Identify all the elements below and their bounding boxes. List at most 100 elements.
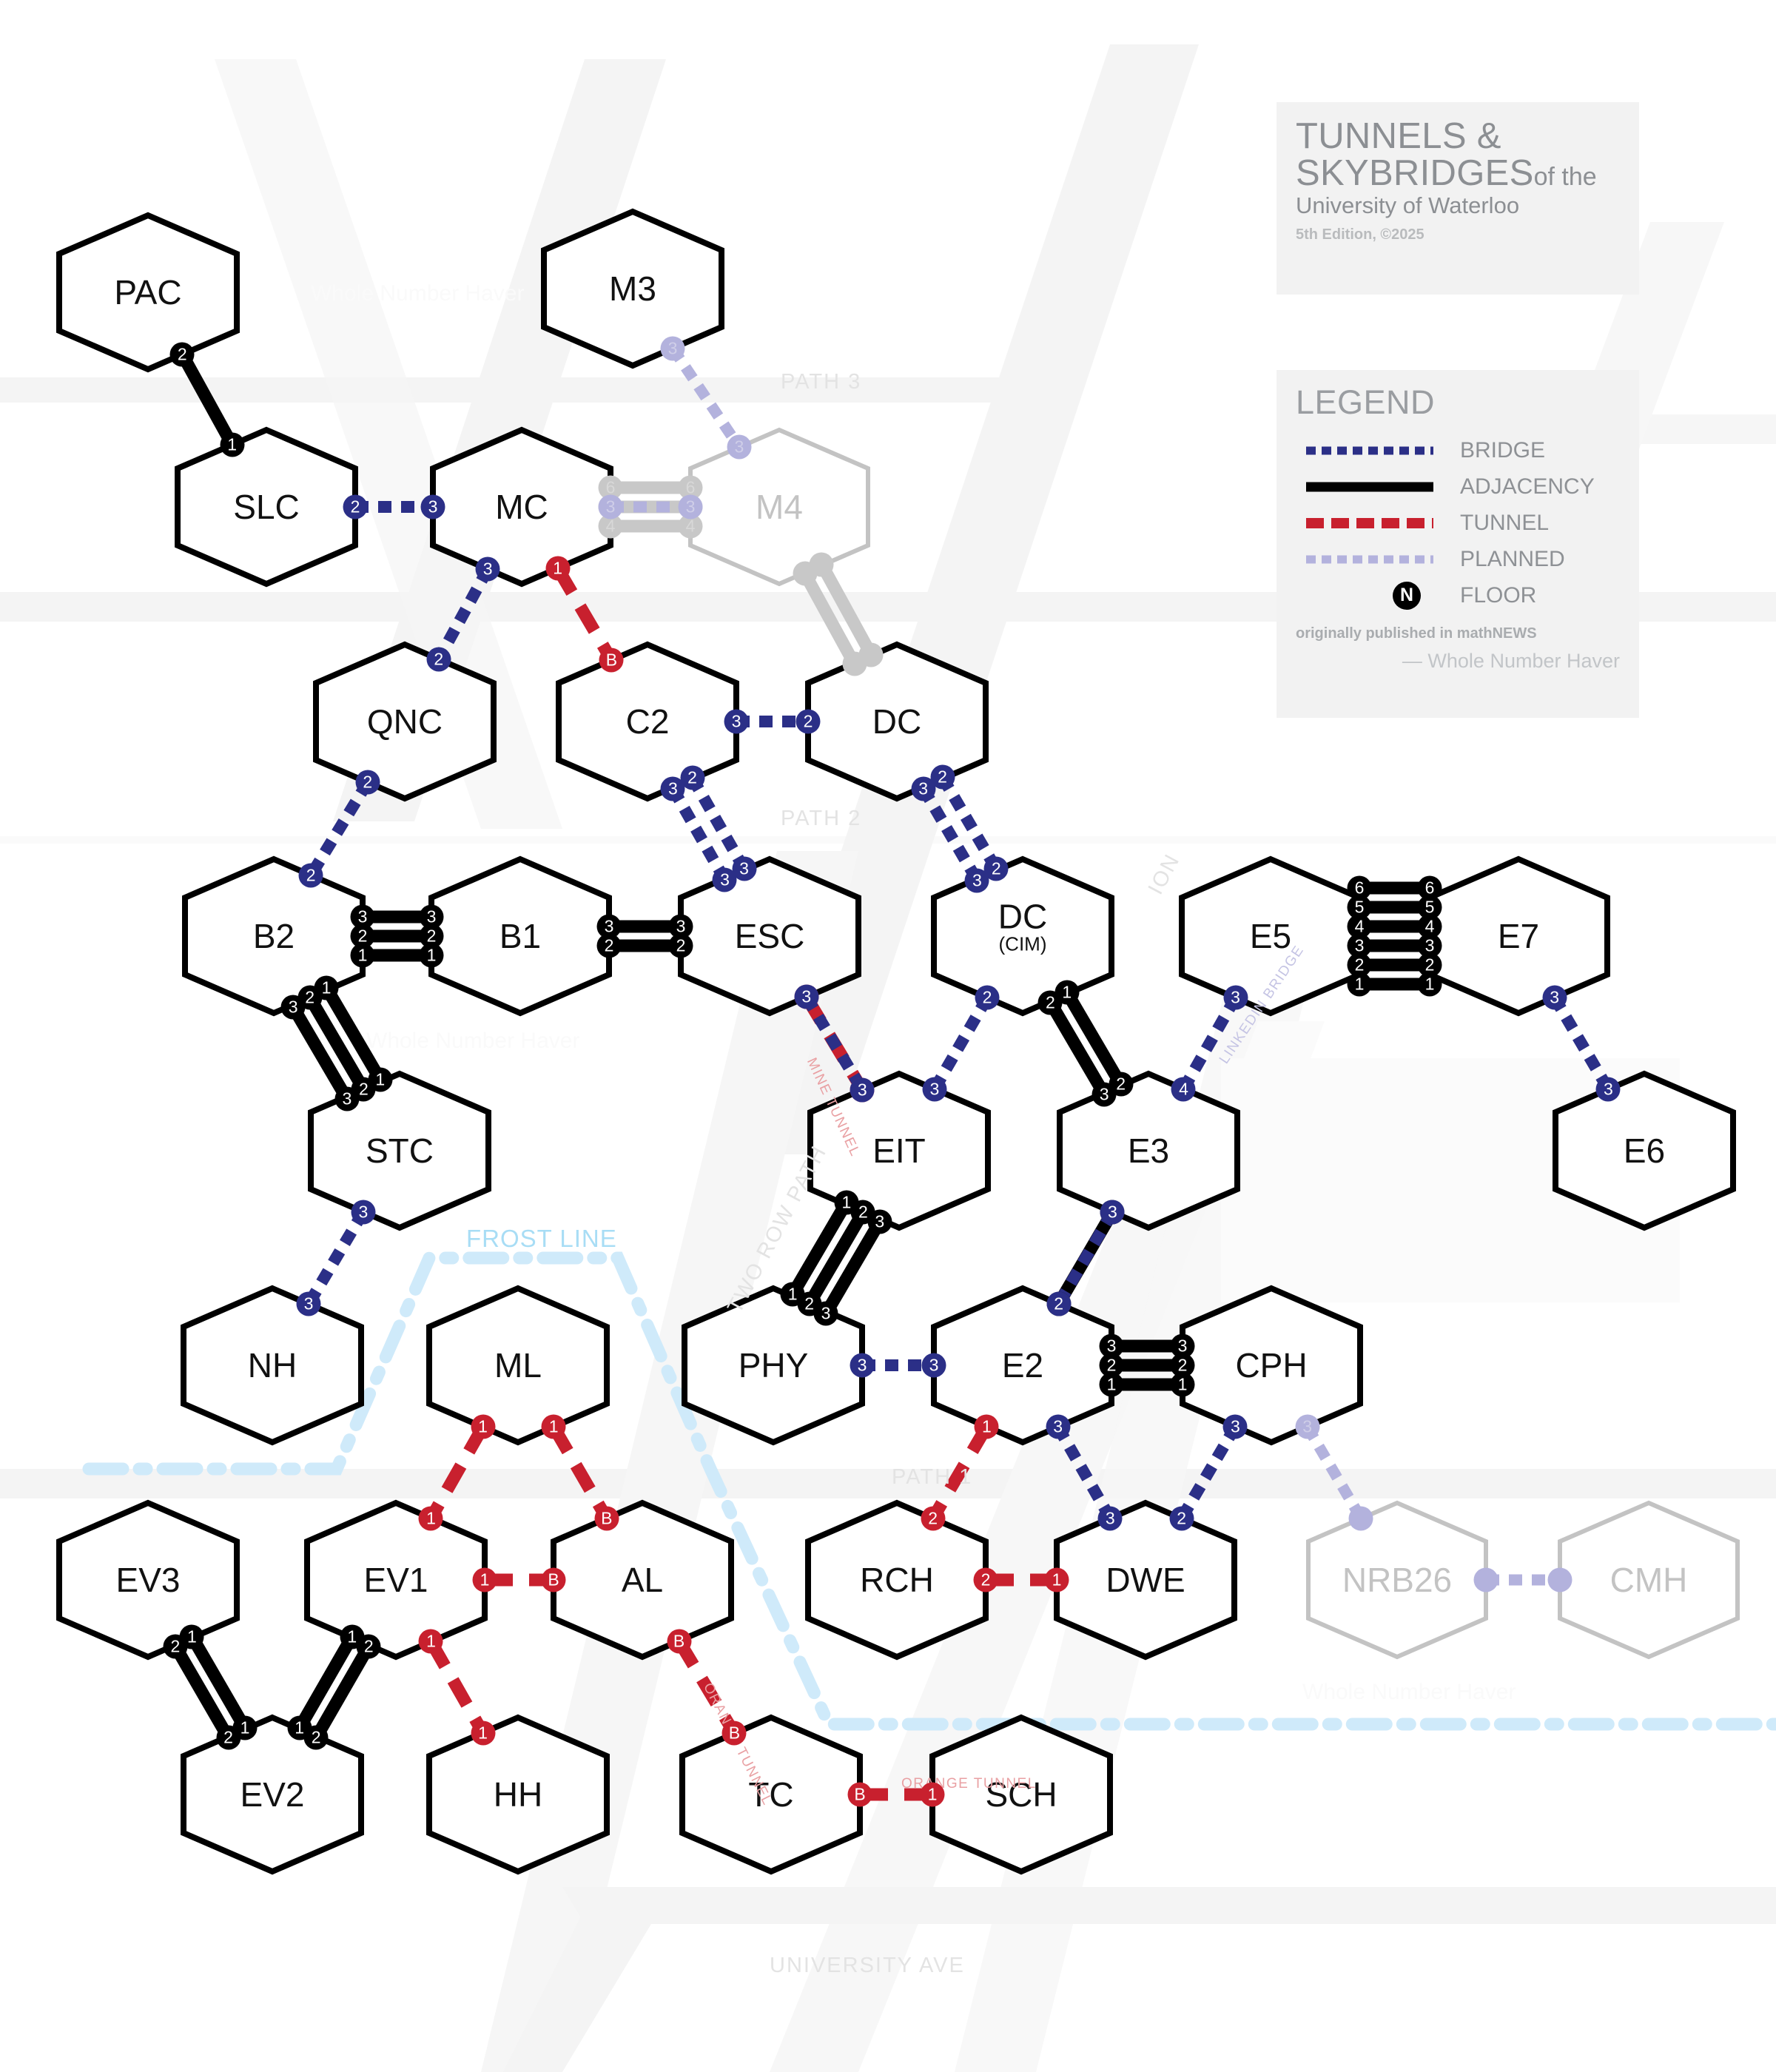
floor-marker: 2 (1046, 1291, 1072, 1316)
building-node-AL[interactable] (551, 1499, 734, 1661)
legend-line-adj (1306, 482, 1433, 491)
edge-bridge-C2-ESC (687, 775, 750, 872)
building-label-C2: C2 (626, 704, 670, 739)
floor-marker: 2 (355, 770, 380, 795)
legend-label: TUNNEL (1460, 510, 1550, 535)
building-node-MC[interactable] (430, 426, 613, 588)
building-code: DWE (1106, 1561, 1185, 1599)
floor-marker: 4 (1171, 1077, 1196, 1102)
building-node-EV3[interactable] (56, 1499, 240, 1661)
floor-marker: 1 (1170, 1372, 1195, 1397)
legend-line-planned (1306, 555, 1433, 563)
floor-marker: 2 (668, 933, 693, 958)
building-code: CMH (1610, 1561, 1688, 1599)
building-code: E3 (1127, 1131, 1170, 1170)
building-node-NH[interactable] (181, 1285, 364, 1446)
building-node-EIT[interactable] (807, 1070, 991, 1231)
building-code: ML (494, 1346, 542, 1385)
edge-bridge-E2-DWE (1052, 1424, 1116, 1521)
edge-adjacency-EV3-EV2 (186, 1633, 251, 1732)
building-node-C2[interactable] (556, 641, 739, 802)
building-node-EV1[interactable] (304, 1499, 488, 1661)
edge-tunnel-MC-C2 (552, 565, 617, 664)
floor-marker: 3 (598, 494, 623, 519)
building-node-M4[interactable] (688, 427, 870, 587)
building-node-NRB26[interactable] (1306, 1500, 1488, 1660)
building-label-SLC: SLC (233, 490, 299, 524)
building-node-CPH[interactable] (1180, 1285, 1363, 1446)
building-label-PAC: PAC (114, 275, 181, 309)
building-node-ESC[interactable] (678, 855, 861, 1017)
floor-marker: 3 (964, 868, 989, 893)
building-code: DC (998, 897, 1048, 936)
floor-marker: 2 (298, 863, 323, 888)
floor-marker: B (722, 1720, 747, 1746)
building-label-NH: NH (248, 1348, 297, 1382)
title-line2-rest: of the (1533, 162, 1597, 191)
building-node-E3[interactable] (1057, 1070, 1240, 1231)
building-code: NH (247, 1346, 297, 1385)
building-node-SLC[interactable] (175, 426, 358, 588)
edge-adjacency-EIT-PHY (787, 1199, 852, 1298)
floor-marker: 1 (780, 1282, 805, 1307)
building-node-EV2[interactable] (181, 1714, 364, 1875)
building-node-STC[interactable] (308, 1070, 491, 1231)
floor-marker: 4 (1347, 914, 1372, 939)
floor-marker: 1 (471, 1414, 496, 1439)
legend-heading: LEGEND (1296, 383, 1436, 421)
legend-swatch-floor: N (1296, 577, 1444, 613)
building-node-QNC[interactable] (313, 641, 497, 802)
building-label-E2: E2 (1002, 1348, 1043, 1382)
building-node-E2[interactable] (931, 1285, 1114, 1446)
floor-marker: 1 (340, 1624, 365, 1649)
building-label-AL: AL (622, 1563, 663, 1597)
building-node-RCH[interactable] (805, 1499, 989, 1661)
legend-published-note: originally published in mathNEWS (1296, 625, 1537, 642)
building-label-B1: B1 (500, 919, 541, 953)
building-node-PHY[interactable] (682, 1285, 865, 1446)
node-layer (56, 208, 1740, 1875)
edge-adjacency-B2-STC (287, 1003, 353, 1103)
floor-marker: 2 (343, 494, 368, 519)
building-node-TC[interactable] (679, 1714, 863, 1875)
floor-marker: B (541, 1567, 566, 1592)
floor-marker: 2 (983, 856, 1009, 881)
floor-marker: 3 (678, 494, 703, 519)
building-node-M3[interactable] (541, 208, 724, 369)
building-node-PAC[interactable] (56, 212, 240, 373)
edge-bridge-E5-E3 (1178, 995, 1241, 1092)
edge-bridge-DC-DCCIM (937, 774, 1002, 872)
watermark: Whole Number Haver (366, 1029, 580, 1053)
floor-marker: 1 (472, 1567, 497, 1592)
building-label-EV3: EV3 (116, 1563, 181, 1597)
edge-ghost-adjacency-M4-DC (816, 561, 877, 658)
floor-marker: 1 (1044, 1567, 1069, 1592)
building-code: EV2 (240, 1775, 305, 1814)
building-node-HH[interactable] (426, 1714, 610, 1875)
floor-marker: 3 (921, 1353, 946, 1378)
floor-marker: 6 (1417, 875, 1442, 901)
legend-swatch-adj (1296, 468, 1444, 505)
floor-marker: 3 (1223, 985, 1248, 1010)
building-node-DCCIM[interactable] (931, 855, 1114, 1017)
building-code: C2 (625, 702, 670, 741)
building-label-DCCIM: DC(CIM) (998, 900, 1047, 955)
building-label-CPH: CPH (1235, 1348, 1307, 1382)
floor-marker: B (594, 1506, 619, 1531)
legend-swatch-tunnel (1296, 505, 1444, 541)
building-node-B2[interactable] (182, 855, 366, 1017)
floor-marker: 3 (1092, 1082, 1117, 1107)
legend-item-adjacency: ADJACENCY (1296, 468, 1620, 505)
building-node-ML[interactable] (426, 1285, 610, 1446)
building-node-DC[interactable] (805, 641, 989, 802)
floor-marker: 3 (850, 1077, 875, 1103)
building-node-CMH[interactable] (1558, 1500, 1740, 1660)
building-label-E7: E7 (1498, 919, 1539, 953)
building-label-ML: ML (494, 1348, 542, 1382)
floor-marker: 3 (660, 776, 685, 801)
building-node-SCH[interactable] (929, 1714, 1113, 1875)
building-node-B1[interactable] (428, 855, 612, 1017)
building-node-DWE[interactable] (1054, 1499, 1237, 1661)
building-node-E6[interactable] (1553, 1070, 1736, 1231)
